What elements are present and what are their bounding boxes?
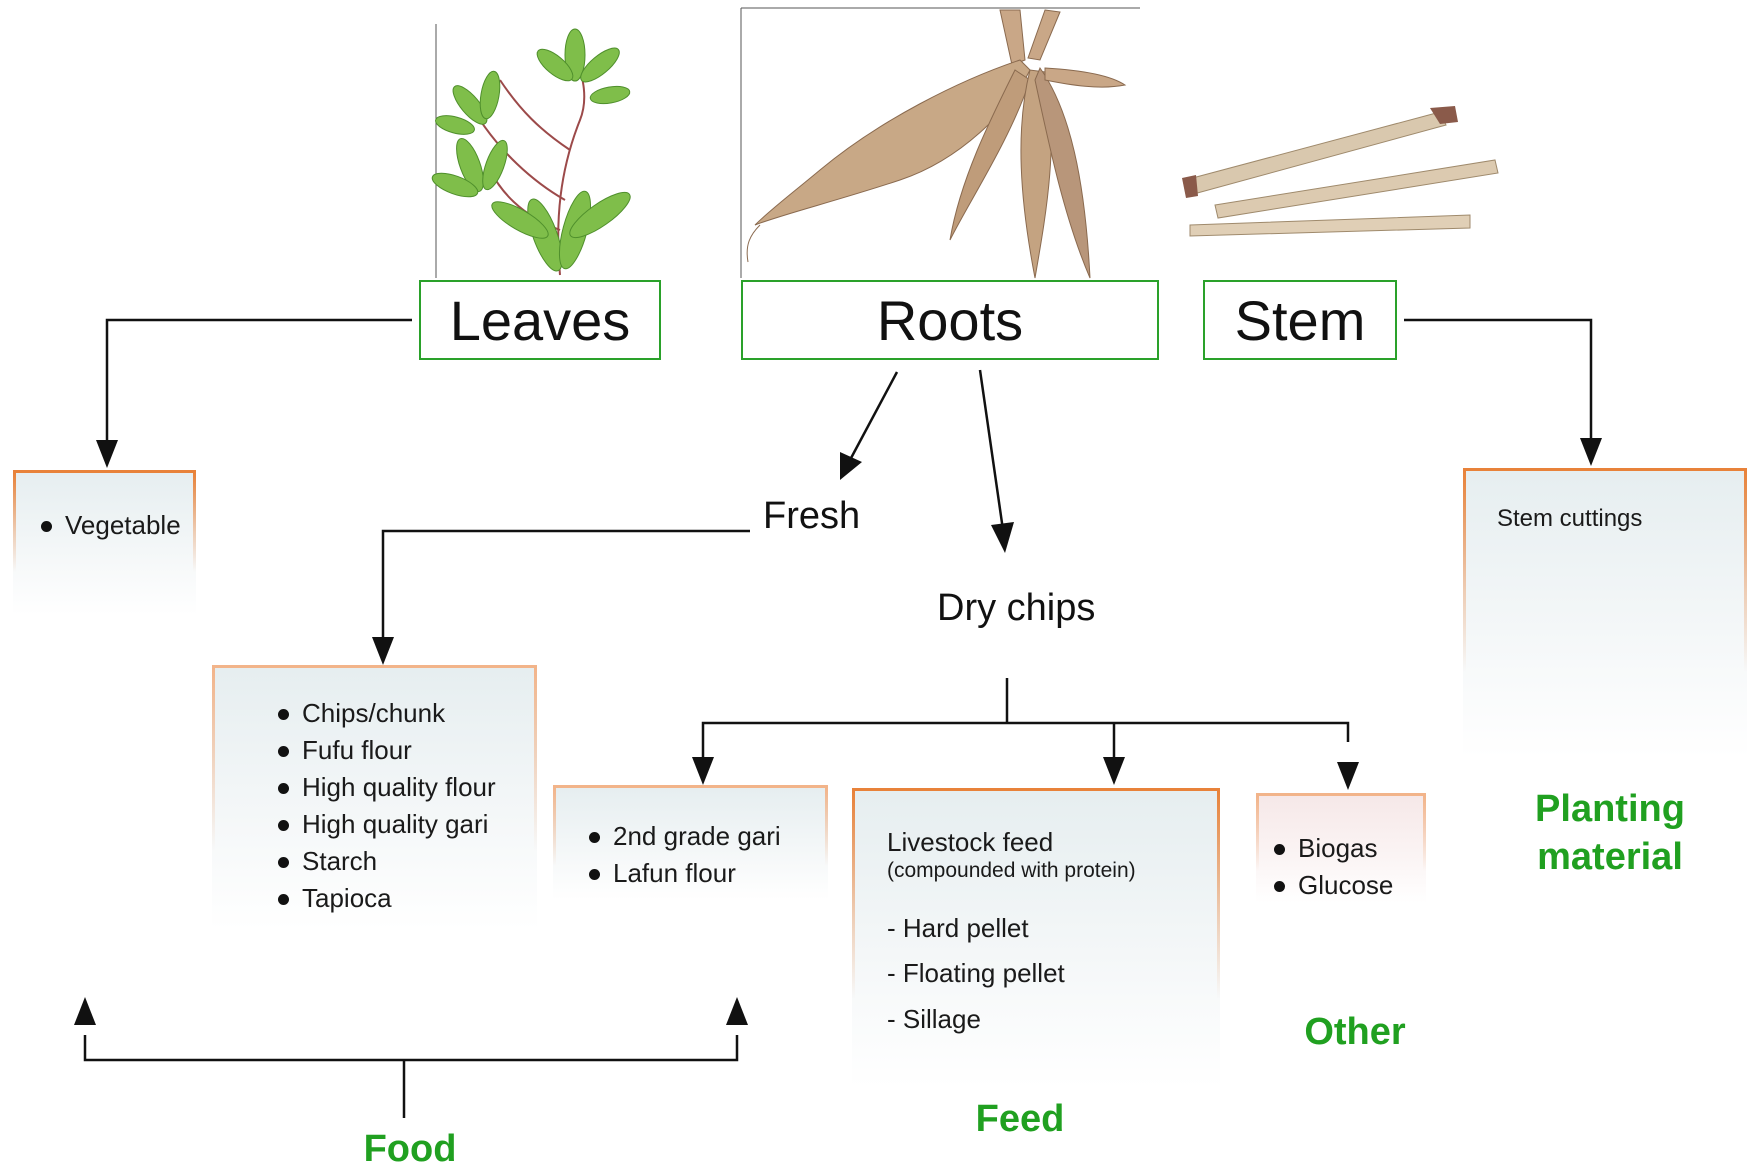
list-item: Chips/chunk — [276, 695, 496, 732]
list-item: Lafun flour — [587, 855, 781, 892]
fresh-uses-card: Chips/chunk Fufu flour High quality flou… — [212, 665, 537, 930]
roots-to-fresh-line — [850, 372, 897, 460]
drychips-branch-line — [703, 723, 1348, 757]
list-item: High quality flour — [276, 769, 496, 806]
list-item: Starch — [276, 843, 496, 880]
list-item: Fufu flour — [276, 732, 496, 769]
leaves-box: Leaves — [419, 280, 661, 360]
stem-uses-label: Stem cuttings — [1497, 505, 1642, 533]
feed-item: - Floating pellet — [887, 958, 1065, 989]
leaves-label: Leaves — [450, 288, 631, 353]
leaves-to-vegetable-line — [107, 320, 412, 445]
fresh-label: Fresh — [763, 495, 860, 538]
category-planting-material: Planting material — [1510, 785, 1710, 881]
other-uses-list: Biogas Glucose — [1272, 830, 1393, 904]
other-uses-card: Biogas Glucose — [1256, 793, 1426, 903]
leaves-uses-card: Vegetable — [13, 470, 196, 615]
dry-chips-label: Dry chips — [937, 587, 1095, 630]
feed-item: - Sillage — [887, 1004, 981, 1035]
roots-box: Roots — [741, 280, 1159, 360]
fresh-to-uses-line — [383, 531, 750, 642]
list-item: Biogas — [1272, 830, 1393, 867]
list-item: Vegetable — [39, 507, 181, 544]
leaves-uses-list: Vegetable — [39, 507, 181, 544]
feed-card: Livestock feed (compounded with protein)… — [852, 788, 1220, 1088]
list-item: High quality gari — [276, 806, 496, 843]
stem-uses-card: Stem cuttings — [1463, 468, 1747, 758]
feed-title: Livestock feed — [887, 827, 1053, 858]
food-bracket-line — [85, 1035, 737, 1060]
list-item: 2nd grade gari — [587, 818, 781, 855]
list-item: Tapioca — [276, 880, 496, 917]
stem-to-cuttings-line — [1404, 320, 1591, 443]
feed-item: - Hard pellet — [887, 913, 1029, 944]
feed-subtitle: (compounded with protein) — [887, 859, 1136, 883]
fresh-uses-list: Chips/chunk Fufu flour High quality flou… — [276, 695, 496, 917]
roots-label: Roots — [877, 288, 1023, 353]
category-other: Other — [1270, 1008, 1440, 1056]
list-item: Glucose — [1272, 867, 1393, 904]
stem-box: Stem — [1203, 280, 1397, 360]
roots-to-drychips-line — [980, 370, 1003, 530]
dry-food-card: 2nd grade gari Lafun flour — [553, 785, 828, 900]
category-feed: Feed — [940, 1095, 1100, 1143]
dry-food-list: 2nd grade gari Lafun flour — [587, 818, 781, 892]
stem-label: Stem — [1235, 288, 1366, 353]
